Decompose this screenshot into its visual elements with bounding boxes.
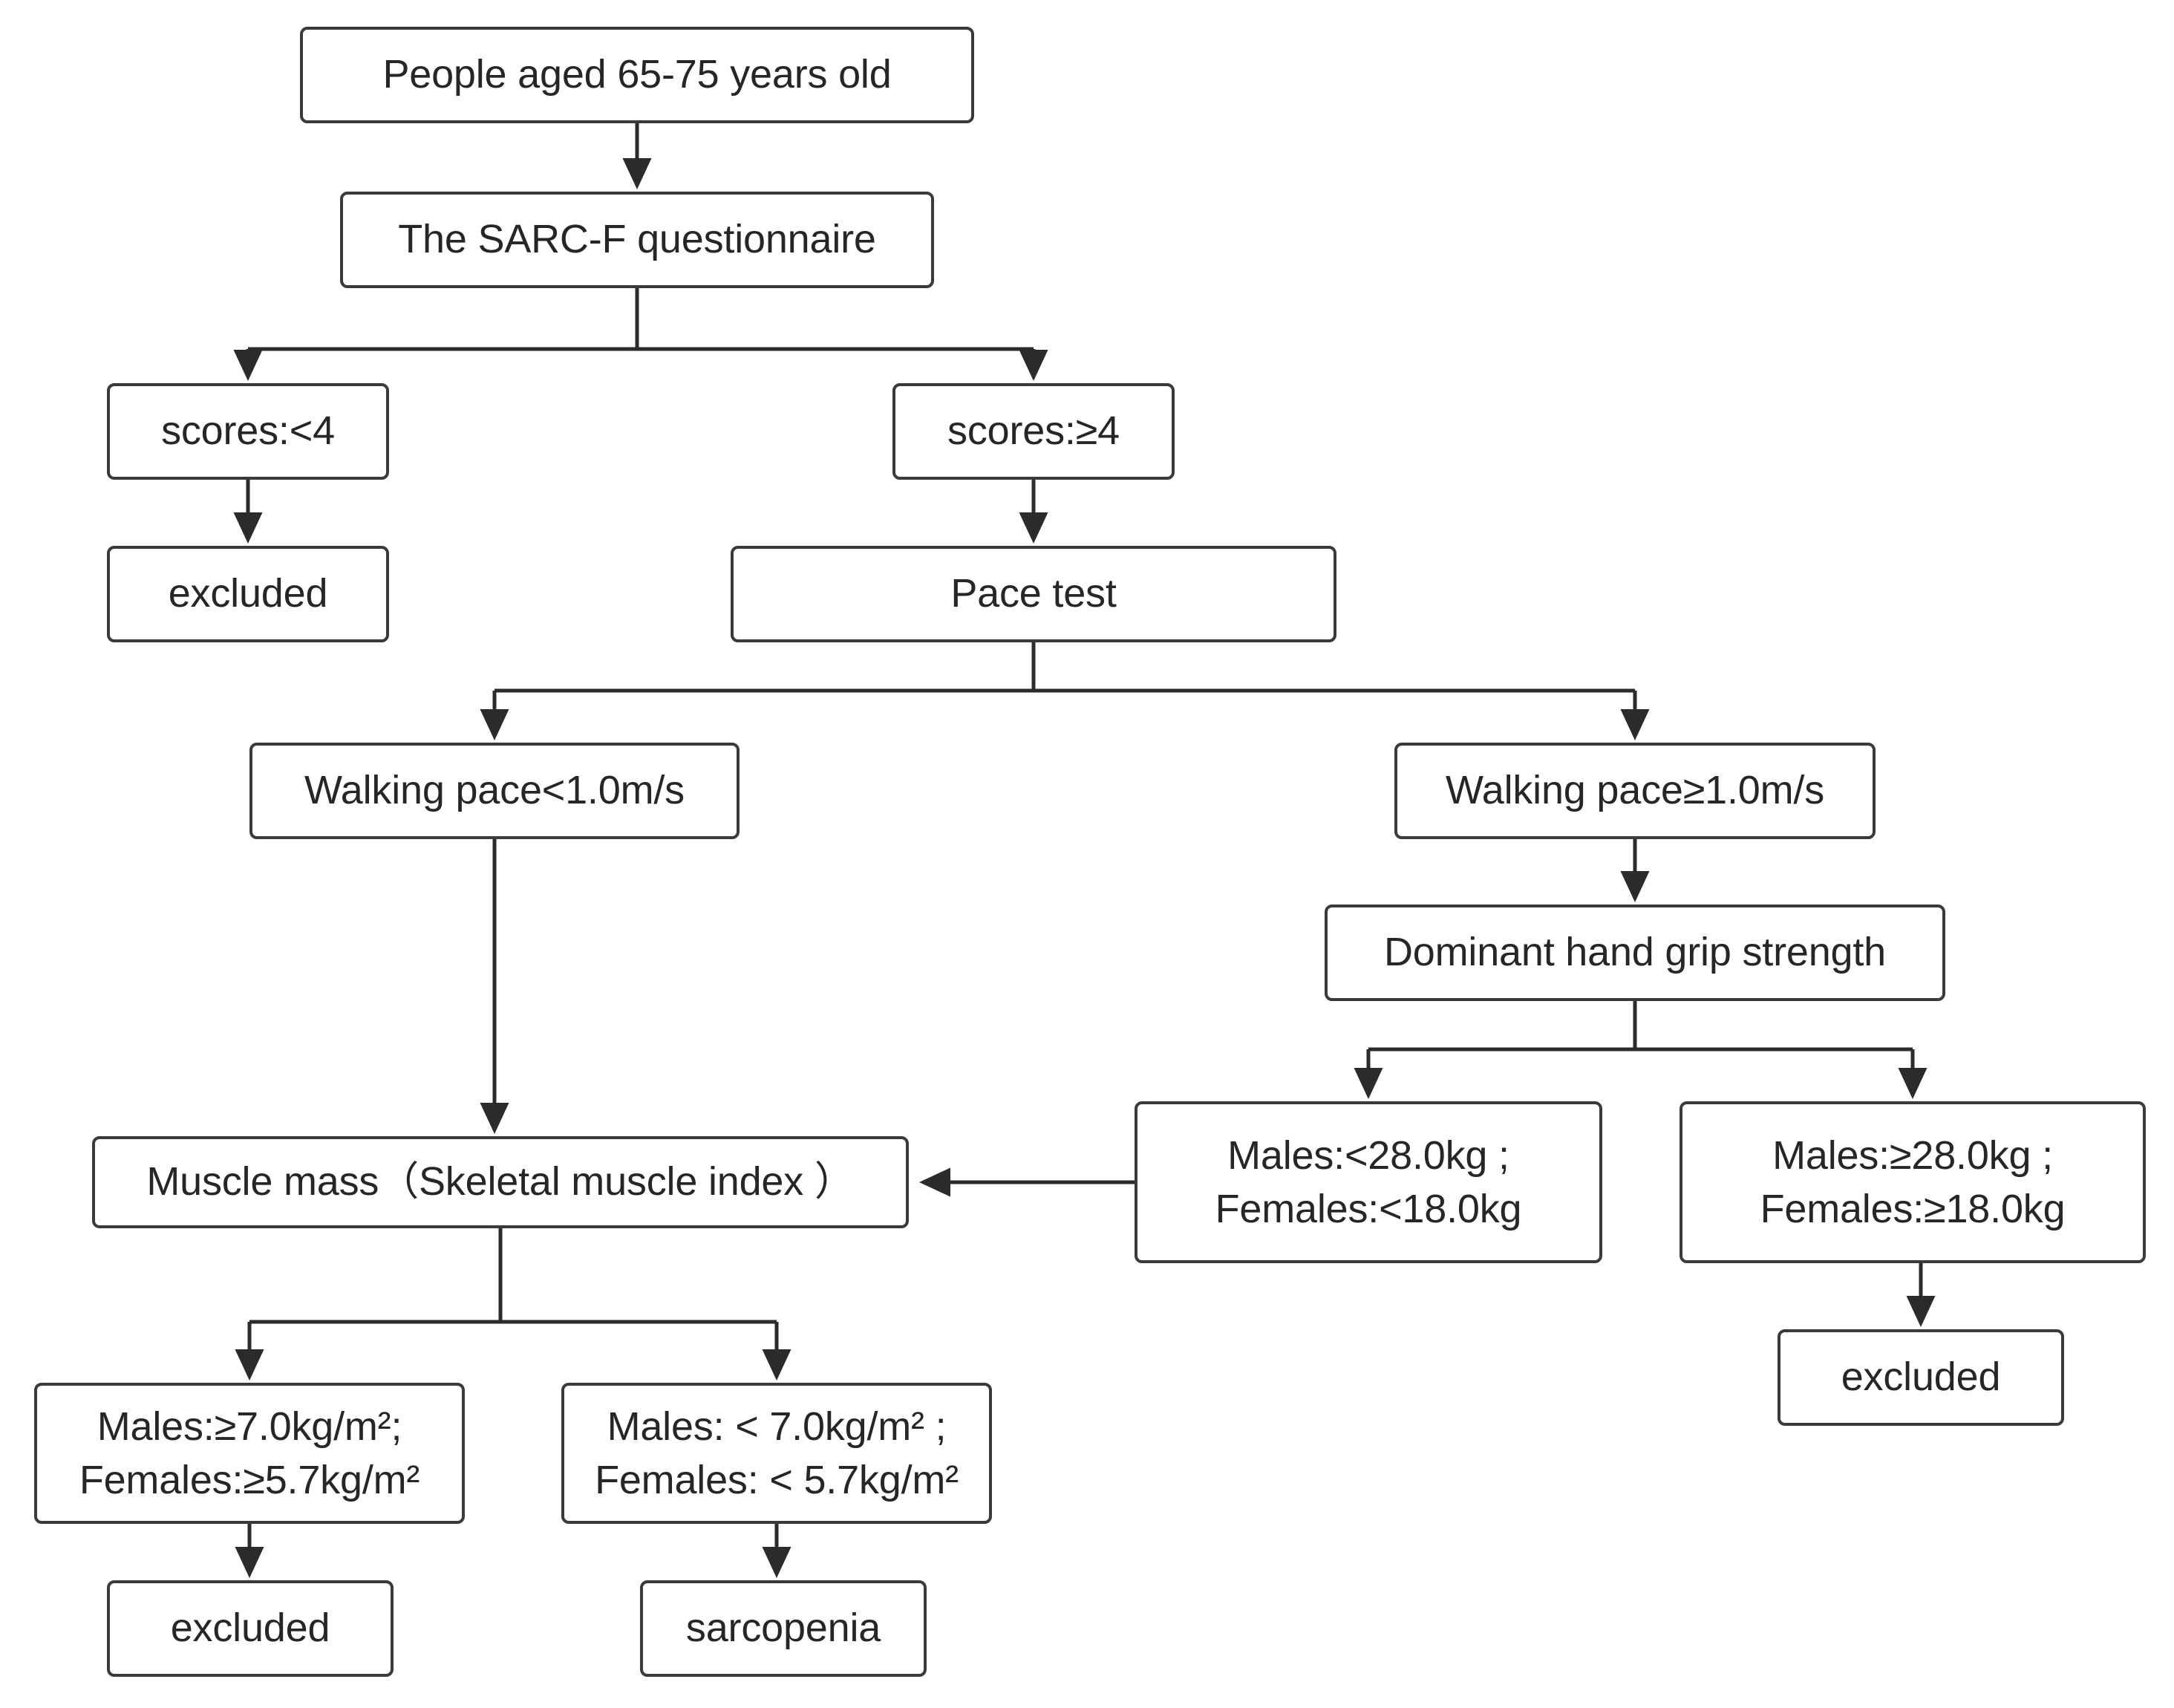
node-grip-strength-normal[interactable]: Males:≥28.0kg ; Females:≥18.0kg	[1680, 1101, 2146, 1263]
node-label: Walking pace≥1.0m/s	[1445, 768, 1825, 813]
node-label: Muscle mass（Skeletal muscle index ）	[146, 1159, 855, 1205]
node-dominant-hand-grip-strength[interactable]: Dominant hand grip strength	[1325, 904, 1945, 1001]
node-label: excluded	[168, 571, 328, 616]
node-label: People aged 65-75 years old	[382, 52, 892, 97]
node-label: The SARC-F questionnaire	[398, 217, 876, 262]
node-smi-low[interactable]: Males: < 7.0kg/m² ; Females: < 5.7kg/m²	[561, 1383, 992, 1524]
node-sarcopenia[interactable]: sarcopenia	[640, 1580, 927, 1677]
node-excluded-low-score[interactable]: excluded	[107, 546, 389, 642]
node-grip-strength-low[interactable]: Males:<28.0kg ; Females:<18.0kg	[1135, 1101, 1602, 1263]
node-smi-normal[interactable]: Males:≥7.0kg/m²; Females:≥5.7kg/m²	[34, 1383, 465, 1524]
node-label: excluded	[170, 1606, 330, 1651]
node-label: Pace test	[950, 571, 1117, 616]
node-scores-less-than-4[interactable]: scores:<4	[107, 383, 389, 480]
node-scores-greater-equal-4[interactable]: scores:≥4	[892, 383, 1175, 480]
node-people-aged[interactable]: People aged 65-75 years old	[300, 27, 974, 123]
node-label: Males:<28.0kg ; Females:<18.0kg	[1215, 1132, 1522, 1231]
node-pace-test[interactable]: Pace test	[731, 546, 1336, 642]
node-label: Walking pace<1.0m/s	[304, 768, 685, 813]
node-label: sarcopenia	[685, 1606, 881, 1651]
node-label: Dominant hand grip strength	[1383, 930, 1886, 975]
node-excluded-normal-grip[interactable]: excluded	[1778, 1329, 2064, 1426]
node-walking-pace-low[interactable]: Walking pace<1.0m/s	[249, 743, 740, 839]
node-label: excluded	[1841, 1355, 2001, 1400]
node-sarc-f-questionnaire[interactable]: The SARC-F questionnaire	[340, 192, 934, 288]
node-walking-pace-normal[interactable]: Walking pace≥1.0m/s	[1394, 743, 1876, 839]
node-muscle-mass[interactable]: Muscle mass（Skeletal muscle index ）	[92, 1136, 909, 1228]
node-label: Males:≥28.0kg ; Females:≥18.0kg	[1760, 1132, 2066, 1231]
node-excluded-normal-smi[interactable]: excluded	[107, 1580, 394, 1677]
node-label: Males: < 7.0kg/m² ; Females: < 5.7kg/m²	[595, 1404, 959, 1502]
node-label: scores:<4	[161, 408, 335, 454]
node-label: Males:≥7.0kg/m²; Females:≥5.7kg/m²	[79, 1404, 420, 1502]
node-label: scores:≥4	[947, 408, 1120, 454]
